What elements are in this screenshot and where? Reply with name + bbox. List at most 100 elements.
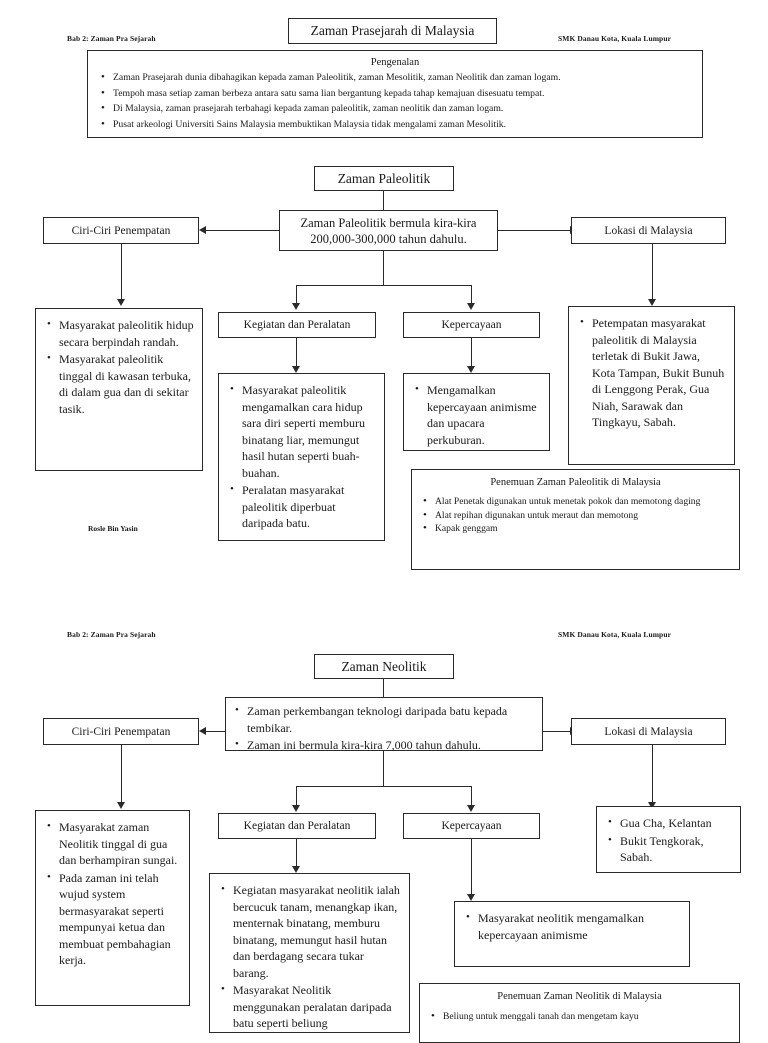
list-item: Kapak genggam: [420, 522, 731, 536]
paleolitik-left-header: Ciri-Ciri Penempatan: [71, 224, 171, 237]
arrow-left: [199, 727, 206, 735]
paleolitik-findings-list: Alat Penetak digunakan untuk menetak pok…: [420, 495, 731, 536]
neolitik-belief-header-box: Kepercayaan: [403, 813, 540, 839]
list-item: Gua Cha, Kelantan: [605, 814, 732, 832]
introduction-list: Zaman Prasejarah dunia dibahagikan kepad…: [98, 70, 692, 133]
connector-line: [498, 230, 571, 232]
list-item: Zaman perkembangan teknologi daripada ba…: [232, 702, 536, 736]
paleolitik-belief-list: Mengamalkan kepercayaan animisme dan upa…: [412, 381, 541, 448]
section-title-paleolitik: Zaman Paleolitik: [337, 170, 431, 186]
connector-line: [296, 786, 298, 808]
page1-header-left: Bab 2: Zaman Pra Sejarah: [67, 34, 156, 43]
arrow-down: [648, 802, 656, 809]
list-item: Peralatan masyarakat paleolitik diperbua…: [227, 481, 376, 532]
connector-line: [121, 745, 123, 805]
connector-line: [471, 285, 473, 305]
neolitik-left-content-box: Masyarakat zaman Neolitik tinggal di gua…: [35, 810, 190, 1006]
arrow-left: [199, 226, 206, 234]
list-item: Masyarakat paleolitik hidup secara berpi…: [44, 316, 194, 350]
arrow-down: [467, 303, 475, 310]
neolitik-findings-title: Penemuan Zaman Neolitik di Malaysia: [497, 991, 662, 1002]
list-item: Kegiatan masyarakat neolitik ialah bercu…: [218, 881, 401, 981]
paleolitik-findings-title: Penemuan Zaman Paleolitik di Malaysia: [490, 477, 661, 488]
paleolitik-locations-list: Petempatan masyarakat paleolitik di Mala…: [577, 314, 726, 431]
neolitik-locations-content-box: Gua Cha, Kelantan Bukit Tengkorak, Sabah…: [596, 806, 741, 873]
paleolitik-belief-header-box: Kepercayaan: [403, 312, 540, 338]
page2-header-right: SMK Danau Kota, Kuala Lumpur: [558, 630, 672, 639]
connector-line: [383, 191, 385, 210]
list-item: Tempoh masa setiap zaman berbeza antara …: [98, 86, 692, 102]
arrow-down: [292, 866, 300, 873]
paleolitik-left-list: Masyarakat paleolitik hidup secara berpi…: [44, 316, 194, 417]
introduction-title: Pengenalan: [370, 57, 420, 68]
list-item: Zaman ini bermula kira-kira 7,000 tahun …: [232, 736, 536, 754]
neolitik-left-list: Masyarakat zaman Neolitik tinggal di gua…: [44, 818, 181, 969]
connector-line: [471, 839, 473, 897]
paleolitik-definition-box: Zaman Paleolitik bermula kira-kira 200,0…: [279, 210, 498, 251]
neolitik-activities-header-box: Kegiatan dan Peralatan: [218, 813, 376, 839]
connector-line: [296, 285, 298, 305]
section-title-neolitik: Zaman Neolitik: [341, 658, 427, 674]
page2-header-left: Bab 2: Zaman Pra Sejarah: [67, 630, 156, 639]
arrow-down: [292, 805, 300, 812]
paleolitik-left-header-box: Ciri-Ciri Penempatan: [43, 217, 199, 244]
list-item: Masyarakat paleolitik mengamalkan cara h…: [227, 381, 376, 481]
author-signature: Rosle Bin Yasin: [88, 524, 138, 533]
neolitik-left-header: Ciri-Ciri Penempatan: [71, 725, 171, 738]
neolitik-belief-header: Kepercayaan: [441, 820, 502, 832]
neolitik-activities-list: Kegiatan masyarakat neolitik ialah bercu…: [218, 881, 401, 1032]
arrow-down: [467, 366, 475, 373]
neolitik-definition-box: Zaman perkembangan teknologi daripada ba…: [225, 697, 543, 754]
connector-line: [471, 786, 473, 808]
neolitik-definition-list: Zaman perkembangan teknologi daripada ba…: [232, 702, 536, 754]
document-title-box: Zaman Prasejarah di Malaysia: [288, 18, 497, 44]
list-item: Di Malaysia, zaman prasejarah terbahagi …: [98, 101, 692, 117]
connector-line: [652, 745, 654, 805]
list-item: Pusat arkeologi Universiti Sains Malaysi…: [98, 117, 692, 133]
list-item: Masyarakat paleolitik tinggal di kawasan…: [44, 350, 194, 417]
document-title: Zaman Prasejarah di Malaysia: [310, 23, 475, 38]
paleolitik-activities-content-box: Masyarakat paleolitik mengamalkan cara h…: [218, 373, 385, 541]
list-item: Zaman Prasejarah dunia dibahagikan kepad…: [98, 70, 692, 86]
arrow-down: [467, 894, 475, 901]
connector-line: [206, 731, 225, 733]
neolitik-left-header-box: Ciri-Ciri Penempatan: [43, 718, 199, 745]
arrow-down: [292, 303, 300, 310]
connector-line: [296, 839, 298, 869]
list-item: Mengamalkan kepercayaan animisme dan upa…: [412, 381, 541, 448]
arrow-down: [117, 802, 125, 809]
section-title-paleolitik-box: Zaman Paleolitik: [314, 166, 454, 191]
list-item: Alat repihan digunakan untuk meraut dan …: [420, 509, 731, 523]
paleolitik-activities-header-box: Kegiatan dan Peralatan: [218, 312, 376, 338]
neolitik-belief-content-box: Masyarakat neolitik mengamalkan kepercay…: [454, 901, 690, 967]
paleolitik-left-content-box: Masyarakat paleolitik hidup secara berpi…: [35, 308, 203, 471]
list-item: Masyarakat Neolitik menggunakan peralata…: [218, 981, 401, 1032]
neolitik-activities-header: Kegiatan dan Peralatan: [243, 820, 351, 832]
neolitik-belief-list: Masyarakat neolitik mengamalkan kepercay…: [463, 909, 681, 943]
list-item: Alat Penetak digunakan untuk menetak pok…: [420, 495, 731, 509]
paleolitik-activities-list: Masyarakat paleolitik mengamalkan cara h…: [227, 381, 376, 532]
neolitik-activities-content-box: Kegiatan masyarakat neolitik ialah bercu…: [209, 873, 410, 1033]
connector-line: [471, 338, 473, 369]
section-title-neolitik-box: Zaman Neolitik: [314, 654, 454, 679]
neolitik-right-header: Lokasi di Malaysia: [604, 725, 693, 738]
paleolitik-right-header: Lokasi di Malaysia: [604, 224, 693, 237]
paleolitik-definition: Zaman Paleolitik bermula kira-kira 200,0…: [300, 215, 477, 246]
connector-line: [206, 230, 280, 232]
connector-line: [383, 679, 385, 697]
arrow-down: [117, 299, 125, 306]
neolitik-findings-box: Penemuan Zaman Neolitik di Malaysia Beli…: [419, 983, 740, 1043]
paleolitik-right-header-box: Lokasi di Malaysia: [571, 217, 726, 244]
page1-header-right: SMK Danau Kota, Kuala Lumpur: [558, 34, 672, 43]
paleolitik-locations-content-box: Petempatan masyarakat paleolitik di Mala…: [568, 306, 735, 465]
paleolitik-activities-header: Kegiatan dan Peralatan: [243, 319, 351, 331]
list-item: Pada zaman ini telah wujud system bermas…: [44, 869, 181, 969]
paleolitik-belief-content-box: Mengamalkan kepercayaan animisme dan upa…: [403, 373, 550, 451]
list-item: Beliung untuk menggali tanah dan mengeta…: [428, 1010, 731, 1024]
neolitik-right-header-box: Lokasi di Malaysia: [571, 718, 726, 745]
arrow-down: [292, 366, 300, 373]
connector-line: [383, 251, 385, 285]
arrow-down: [467, 805, 475, 812]
list-item: Masyarakat zaman Neolitik tinggal di gua…: [44, 818, 181, 869]
connector-line: [383, 751, 385, 786]
